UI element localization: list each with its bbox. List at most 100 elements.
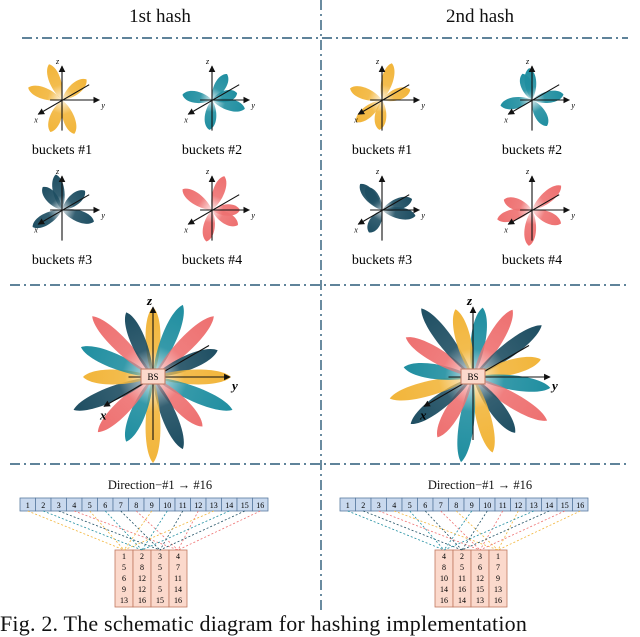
direction-number: 8 [134,501,138,510]
mapping-line [135,510,179,551]
beam-lobe [182,188,212,210]
bucket-label: buckets #1 [32,143,92,158]
bucket-label: buckets #1 [352,143,412,158]
beam-lobe [62,78,87,100]
y-axis-label: y [230,378,238,393]
direction-number: 14 [545,501,553,510]
x-axis-label: x [33,225,38,234]
beam-lobe [211,176,227,210]
mapping-line [461,510,550,551]
bucket-entry: 14 [458,596,466,605]
x-axis [507,194,560,225]
mapping-line [104,510,143,551]
mapping-line [159,510,245,551]
z-axis-label: z [55,57,60,66]
x-axis-label: x [99,407,107,422]
mapping-line [409,510,445,551]
bucket-diagram-1: z y x buckets #1 [28,57,105,158]
mapping-line [159,510,184,551]
y-axis-label: y [420,211,425,220]
mapping-line [74,510,179,551]
direction-number: 16 [256,501,264,510]
mapping-line [394,510,499,551]
beam-lobe [28,85,62,101]
mapping-line [43,510,143,551]
beam-lobe [374,100,387,130]
beam-lobe [350,86,382,101]
beam-lobe [473,325,542,377]
beam-lobe [473,356,541,378]
bucket-entry: 2 [140,552,144,561]
y-axis-label: y [420,101,425,110]
beam-lobe [153,304,184,377]
x-axis-label: x [503,115,508,124]
beam-lobe [532,185,562,210]
mapping-line [141,510,230,551]
beam-lobe [403,363,473,380]
beam-lobe [405,337,473,377]
bucket-entry: 4 [176,552,180,561]
bs-box [460,368,486,385]
mapping-line [479,510,565,551]
beam-lobe [473,377,516,433]
x-axis-label: x [33,115,38,124]
bucket-entry: 5 [460,563,464,572]
beam-lobe [62,190,86,210]
bucket-entry: 9 [496,574,500,583]
bucket-entry: 13 [476,596,484,605]
z-axis-label: z [525,167,530,176]
x-axis-label: x [419,407,427,422]
bucket-entry: 16 [494,596,502,605]
bucket-label: buckets #3 [352,253,412,268]
y-axis-label: y [570,211,575,220]
direction-number: 13 [530,501,538,510]
beam-lobe [472,377,495,453]
beam-lobe [519,73,534,100]
bucket-entry: 11 [174,574,182,583]
beam-lobe [153,377,203,427]
y-axis-label: y [100,101,105,110]
direction-number: 15 [561,501,569,510]
direction-number: 5 [408,501,412,510]
x-axis-label: x [353,115,358,124]
beam-lobe [80,346,153,377]
beam-lobe [473,377,548,421]
x-axis-label: x [183,115,188,124]
direction-number: 5 [88,501,92,510]
beam-lobe [380,63,395,100]
direction-number: 10 [483,501,491,510]
direction-number: 4 [72,501,76,510]
direction-number: 12 [514,501,522,510]
x-axis [187,84,240,115]
direction-number: 3 [377,501,381,510]
y-axis-label: y [250,211,255,220]
bucket-entry: 9 [122,585,126,594]
beam-lobe [497,208,532,223]
direction-number: 1 [346,501,350,510]
direction-label-2: Direction−#1 → #16 [427,478,533,492]
direction-number: 6 [103,501,107,510]
mapping-line [440,510,481,551]
bucket-diagram-1: z y x buckets #1 [350,57,425,158]
bucket-entry: 3 [478,552,482,561]
direction-number: 3 [57,501,61,510]
z-axis-label: z [205,167,210,176]
direction-number: 1 [26,501,30,510]
bucket-entry: 4 [442,552,446,561]
beam-lobe [48,100,63,132]
bs-label: BS [467,372,478,382]
beam-lobe [97,377,153,433]
bucket-entry: 5 [158,574,162,583]
bucket-entry: 15 [476,585,484,594]
beam-lobe [410,377,473,424]
z-axis-label: z [375,57,380,66]
x-axis [507,84,560,115]
